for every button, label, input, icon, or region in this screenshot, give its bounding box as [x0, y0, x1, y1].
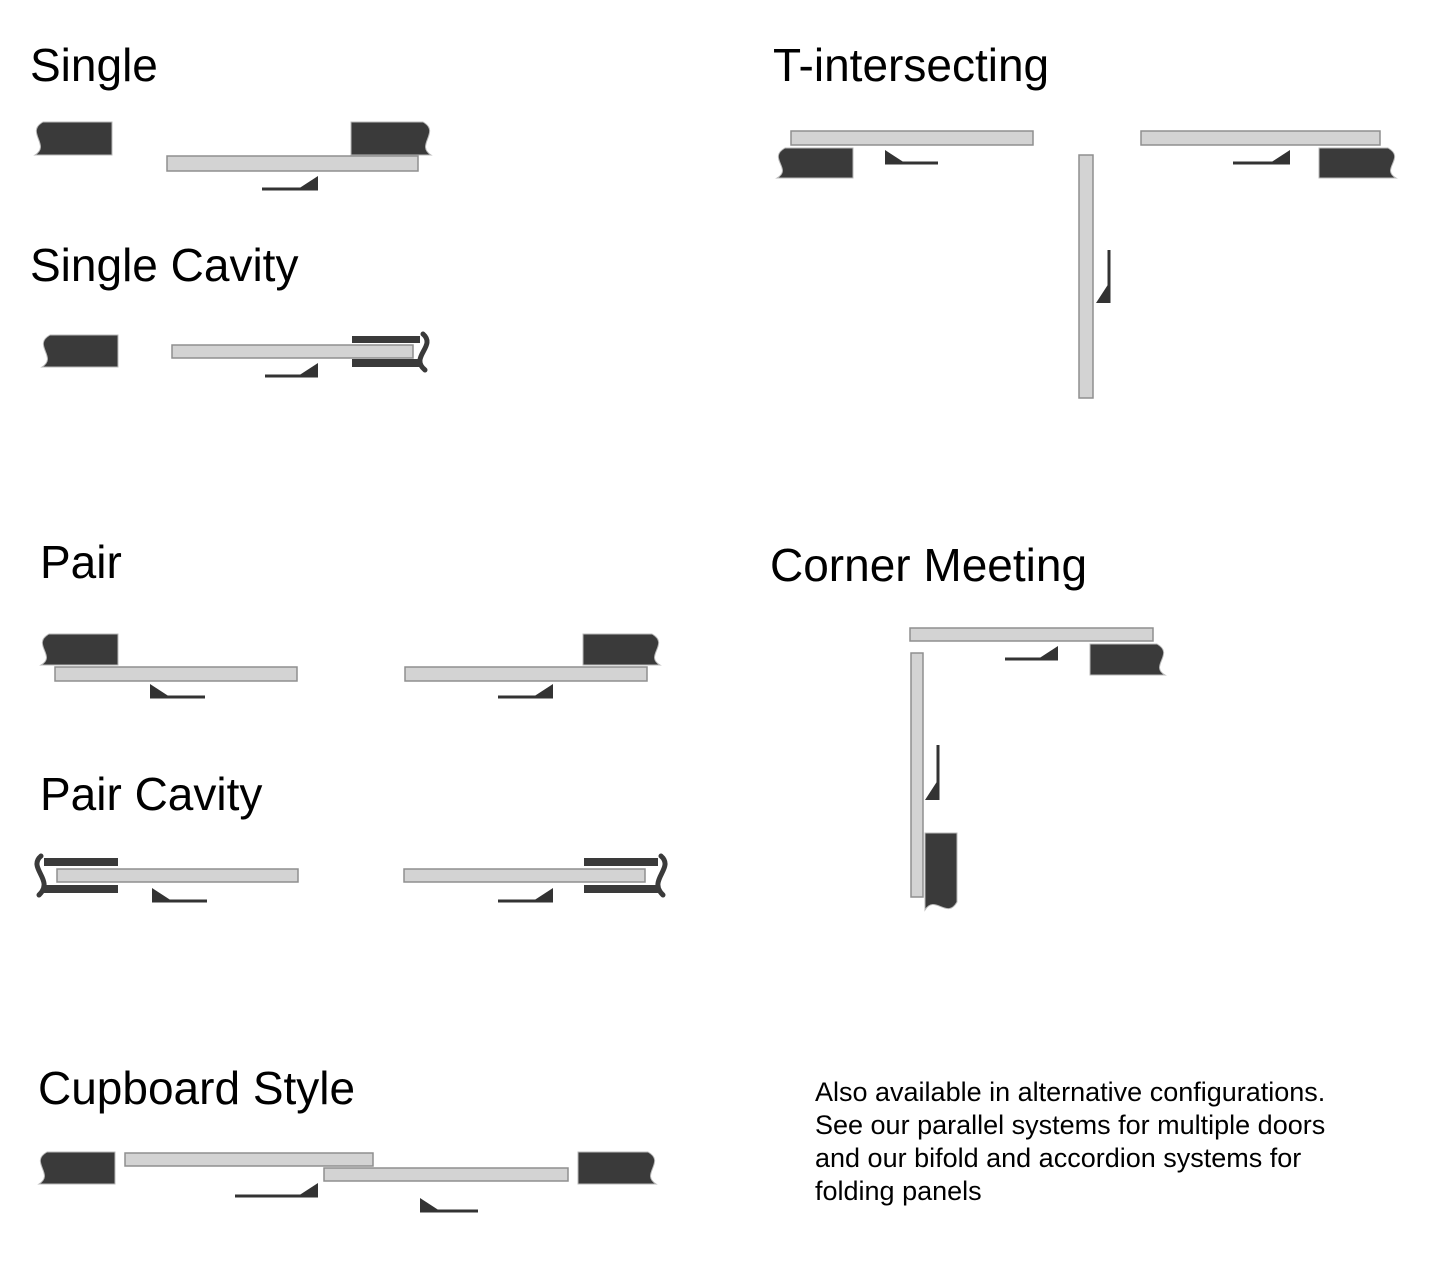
alternative-configurations-note: Also available in alternative configurat…: [815, 1076, 1395, 1208]
pair-cavity-diagram: [34, 853, 668, 903]
note-line: See our parallel systems for multiple do…: [815, 1110, 1326, 1140]
wall-segment-right: [350, 121, 433, 156]
arrow-right-icon: [235, 1183, 318, 1198]
door-panel-left: [790, 130, 1034, 146]
wall-segment-right: [577, 1151, 658, 1185]
arrow-left-icon: [152, 888, 207, 903]
door-panel-right: [1140, 130, 1381, 146]
wall-segment-left: [39, 633, 119, 666]
single-cavity-title: Single Cavity: [30, 239, 299, 291]
arrow-left-icon: [150, 684, 205, 699]
wall-segment-right: [1318, 147, 1398, 179]
t-intersecting-diagram: [775, 130, 1398, 399]
door-panel-vertical: [1078, 154, 1094, 399]
note-line: Also available in alternative configurat…: [815, 1077, 1326, 1107]
arrow-left-icon: [420, 1198, 478, 1213]
door-panel-right: [404, 666, 648, 682]
wall-segment-left: [37, 1151, 116, 1185]
corner-meeting-diagram: [909, 627, 1167, 912]
door-panel-vertical: [910, 652, 924, 898]
arrow-right-icon: [498, 684, 553, 699]
break-line: [34, 853, 47, 898]
note-line: folding panels: [815, 1176, 982, 1206]
pair-diagram: [39, 633, 662, 699]
door-panel-horizontal: [909, 627, 1154, 642]
single-title: Single: [30, 39, 158, 91]
arrow-right-icon: [1005, 646, 1058, 661]
cavity-pocket-right: [584, 853, 668, 898]
break-line: [655, 853, 668, 898]
single-cavity-diagram: [40, 331, 430, 378]
door-panel: [171, 344, 414, 359]
door-panel: [166, 155, 419, 172]
note-line: and our bifold and accordion systems for: [815, 1143, 1302, 1173]
pair-cavity-title: Pair Cavity: [40, 768, 263, 820]
door-panel-left: [54, 666, 298, 682]
arrow-right-icon: [498, 888, 553, 903]
wall-segment-left: [775, 147, 854, 179]
arrow-right-icon: [262, 176, 318, 191]
wall-segment-right: [1089, 643, 1167, 676]
arrow-right-icon: [265, 363, 318, 378]
arrow-down-icon: [925, 745, 940, 800]
pair-title: Pair: [40, 536, 122, 588]
cupboard-style-title: Cupboard Style: [38, 1062, 356, 1114]
door-panel-lower: [323, 1167, 569, 1182]
door-panel-upper: [124, 1152, 374, 1167]
door-panel-left: [56, 868, 299, 883]
single-diagram: [33, 121, 433, 191]
door-panel-right: [403, 868, 646, 883]
cavity-pocket: [352, 331, 430, 373]
t-intersecting-title: T-intersecting: [773, 39, 1050, 91]
arrow-right-icon: [1233, 150, 1290, 165]
arrow-left-icon: [885, 150, 938, 165]
cavity-pocket-left: [34, 853, 118, 898]
break-line: [417, 331, 430, 373]
arrow-down-icon: [1096, 250, 1111, 303]
cupboard-style-diagram: [37, 1151, 658, 1213]
wall-segment-left: [40, 334, 119, 368]
wall-segment-bottom: [924, 832, 958, 912]
wall-segment-left: [33, 121, 113, 156]
corner-meeting-title: Corner Meeting: [770, 539, 1088, 591]
wall-segment-right: [582, 633, 662, 666]
